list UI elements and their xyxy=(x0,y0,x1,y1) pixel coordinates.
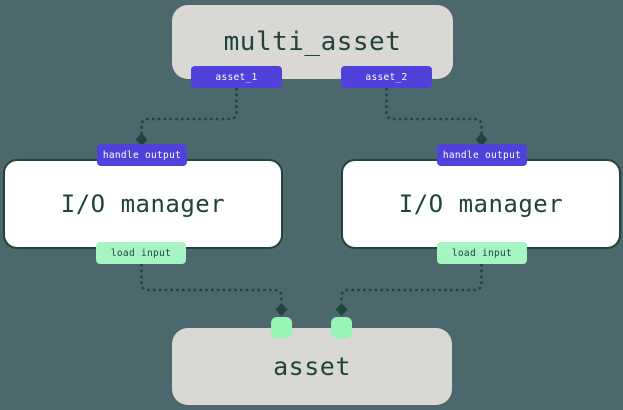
edge-right-io-to-asset xyxy=(340,264,483,303)
io-manager-right-label: I/O manager xyxy=(398,190,564,218)
handle-output-tag-left-label: handle output xyxy=(102,149,182,161)
multi-asset-label: multi_asset xyxy=(223,27,402,57)
output-tag-asset-1-label: asset_1 xyxy=(215,71,258,83)
edge-asset2-to-right-io xyxy=(385,88,483,134)
load-input-tag-left-label: load input xyxy=(110,247,172,259)
io-manager-left-label: I/O manager xyxy=(60,190,226,218)
asset-input-handle-left xyxy=(271,317,292,338)
load-input-tag-right: load input xyxy=(437,242,527,264)
asset-node: asset xyxy=(172,328,452,405)
edge-asset1-arrowhead-icon xyxy=(135,133,148,146)
output-tag-asset-2-label: asset_2 xyxy=(365,71,408,83)
handle-output-tag-right-label: handle output xyxy=(442,149,522,161)
io-manager-left-node: I/O manager xyxy=(3,159,283,249)
output-tag-asset-2: asset_2 xyxy=(341,66,432,88)
handle-output-tag-right: handle output xyxy=(437,144,527,166)
edge-left-io-arrowhead-icon xyxy=(275,303,288,316)
io-manager-right-node: I/O manager xyxy=(341,159,621,249)
edge-right-io-arrowhead-icon xyxy=(335,303,348,316)
asset-label: asset xyxy=(273,352,351,381)
load-input-tag-left: load input xyxy=(96,242,186,264)
asset-input-handle-right xyxy=(331,317,352,338)
edge-asset2-arrowhead-icon xyxy=(475,133,488,146)
output-tag-asset-1: asset_1 xyxy=(191,66,282,88)
handle-output-tag-left: handle output xyxy=(97,144,187,166)
edge-asset1-to-left-io xyxy=(140,88,238,134)
load-input-tag-right-label: load input xyxy=(451,247,513,259)
edge-left-io-to-asset xyxy=(140,264,283,303)
